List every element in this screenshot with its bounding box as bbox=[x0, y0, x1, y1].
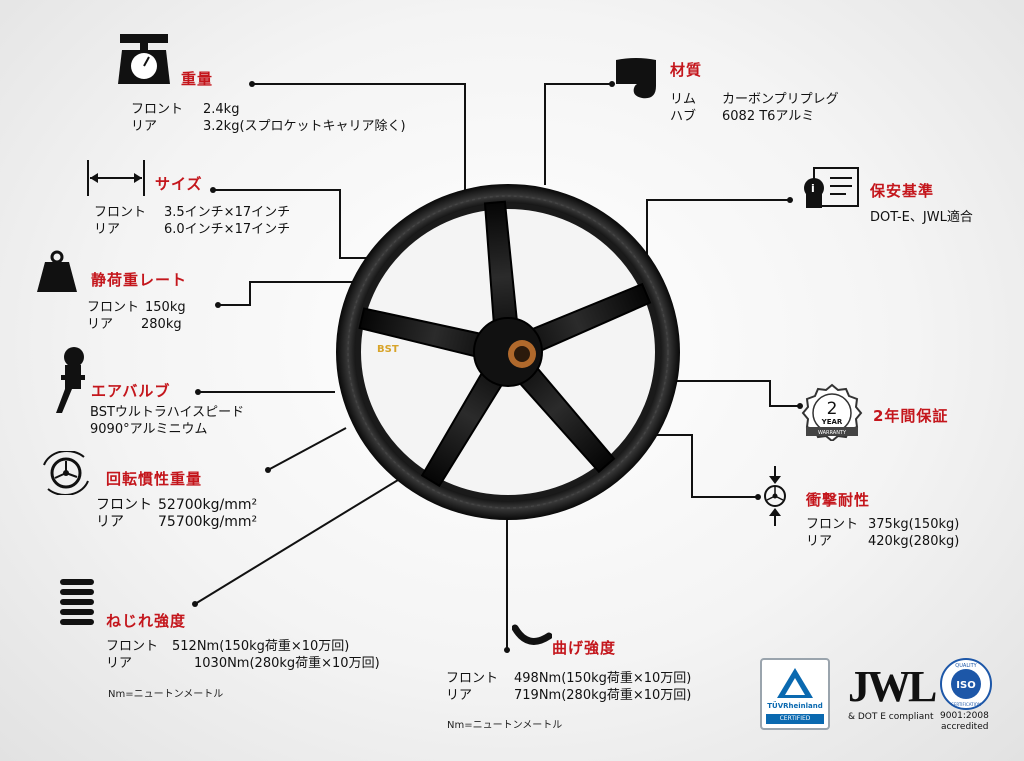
weight-rear-value: 3.2kg(スプロケットキャリア除く) bbox=[203, 119, 406, 134]
safety-line-1: DOT-E、JWL適合 bbox=[870, 210, 973, 225]
wheel-image: BST bbox=[336, 184, 680, 520]
scale-icon bbox=[118, 34, 170, 84]
size-specs: フロント 3.5インチ×17インチ リア 6.0インチ×17インチ bbox=[94, 204, 290, 238]
warranty-title: 2年間保証 bbox=[873, 407, 949, 425]
inertia-rear-value: 75700kg/mm² bbox=[158, 514, 258, 530]
inertia-title: 回転慣性重量 bbox=[106, 470, 203, 488]
size-title: サイズ bbox=[155, 175, 203, 193]
bending-rear-value: 719Nm(280kg荷重×10万回) bbox=[514, 688, 692, 703]
size-rear-value: 6.0インチ×17インチ bbox=[164, 222, 291, 237]
impact-rear-value: 420kg(280kg) bbox=[868, 534, 960, 549]
warranty-badge-number: 2 bbox=[827, 399, 838, 419]
safety-title: 保安基準 bbox=[870, 182, 935, 200]
static-load-title: 静荷重レート bbox=[91, 271, 188, 289]
torsion-rear-label: リア bbox=[106, 656, 133, 671]
inertia-front-label: フロント bbox=[96, 497, 152, 513]
material-rim-label: リム bbox=[670, 92, 697, 107]
size-rear-label: リア bbox=[94, 222, 121, 237]
torsion-rear-value: 1030Nm(280kg荷重×10万回) bbox=[194, 656, 380, 671]
jwl-mark: JWL bbox=[848, 662, 937, 711]
size-front-label: フロント bbox=[94, 205, 147, 220]
material-rim-value: カーボンプリプレグ bbox=[722, 92, 839, 107]
impact-front-value: 375kg(150kg) bbox=[868, 517, 960, 532]
tuv-name: TÜVRheinland bbox=[767, 702, 823, 710]
bending-note: Nm=ニュートンメートル bbox=[447, 720, 563, 731]
bent-tube-icon bbox=[512, 624, 552, 645]
static-load-rear-label: リア bbox=[87, 317, 114, 332]
iso-accredited: accredited bbox=[941, 722, 989, 732]
air-valve-specs: BSTウルトラハイスピード 9090°アルミニウム bbox=[90, 404, 244, 438]
tuv-triangle-icon bbox=[777, 668, 813, 698]
bending-title: 曲げ強度 bbox=[552, 639, 617, 657]
material-title: 材質 bbox=[670, 61, 703, 79]
iso-ring-top: QUALITY bbox=[955, 663, 977, 669]
rotation-wheel-icon bbox=[43, 451, 89, 495]
weight-title: 重量 bbox=[181, 70, 214, 88]
impact-title: 衝撃耐性 bbox=[806, 491, 871, 509]
bending-front-value: 498Nm(150kg荷重×10万回) bbox=[514, 671, 692, 686]
static-load-front-label: フロント bbox=[87, 300, 140, 315]
weight-icon bbox=[37, 250, 77, 292]
material-specs: リム カーボンプリプレグ ハブ 6082 T6アルミ bbox=[670, 91, 839, 125]
warranty-badge-icon: 2 YEAR WARRANTY bbox=[801, 383, 863, 441]
static-load-rear-value: 280kg bbox=[141, 317, 182, 332]
inertia-specs: フロント 52700kg/mm² リア 75700kg/mm² bbox=[96, 497, 257, 531]
material-hub-value: 6082 T6アルミ bbox=[722, 109, 815, 124]
size-front-value: 3.5インチ×17インチ bbox=[164, 205, 291, 220]
bending-front-label: フロント bbox=[446, 671, 499, 686]
safety-specs: DOT-E、JWL適合 bbox=[870, 209, 973, 226]
impact-icon bbox=[764, 466, 786, 526]
static-load-front-value: 150kg bbox=[145, 300, 186, 315]
weight-front-label: フロント bbox=[131, 102, 184, 117]
weight-specs: フロント 2.4kg リア 3.2kg(スプロケットキャリア除く) bbox=[131, 101, 406, 135]
bending-rear-label: リア bbox=[446, 688, 473, 703]
weight-front-value: 2.4kg bbox=[203, 102, 240, 117]
air-valve-line-2: 9090°アルミニウム bbox=[90, 422, 208, 437]
torsion-title: ねじれ強度 bbox=[106, 612, 187, 630]
tuv-logo: TÜVRheinland CERTIFIED bbox=[760, 658, 830, 730]
iso-standard: 9001:2008 bbox=[940, 711, 989, 721]
torsion-specs: フロント 512Nm(150kg荷重×10万回) リア 1030Nm(280kg荷重… bbox=[106, 638, 380, 672]
material-hub-label: ハブ bbox=[670, 109, 697, 124]
static-load-specs: フロント 150kg リア 280kg bbox=[87, 299, 186, 333]
warranty-badge-word: YEAR bbox=[821, 418, 843, 426]
torsion-note: Nm=ニュートンメートル bbox=[108, 689, 224, 700]
svg-text:i: i bbox=[811, 182, 815, 195]
weight-rear-label: リア bbox=[131, 119, 158, 134]
air-valve-icon bbox=[56, 347, 85, 413]
iso-mark: ISO bbox=[956, 680, 975, 691]
iso-seal: ISO QUALITY CERTIFICATION bbox=[940, 658, 992, 710]
inertia-front-value: 52700kg/mm² bbox=[158, 497, 258, 513]
impact-front-label: フロント bbox=[806, 517, 859, 532]
jwl-caption: & DOT E compliant bbox=[848, 712, 934, 722]
iso-ring-bottom: CERTIFICATION bbox=[951, 702, 981, 707]
inertia-rear-label: リア bbox=[96, 514, 124, 530]
certificate-icon: i bbox=[804, 167, 859, 208]
carbon-sheet-icon bbox=[616, 58, 656, 99]
tuv-certified: CERTIFIED bbox=[766, 714, 824, 724]
torsion-front-value: 512Nm(150kg荷重×10万回) bbox=[172, 639, 350, 654]
wheel-logo: BST bbox=[377, 344, 399, 355]
torsion-front-label: フロント bbox=[106, 639, 159, 654]
air-valve-title: エアバルブ bbox=[91, 382, 171, 400]
impact-specs: フロント 375kg(150kg) リア 420kg(280kg) bbox=[806, 516, 959, 550]
bending-specs: フロント 498Nm(150kg荷重×10万回) リア 719Nm(280kg荷重×… bbox=[446, 670, 691, 704]
air-valve-line-1: BSTウルトラハイスピード bbox=[90, 405, 245, 420]
warranty-badge-ribbon: WARRANTY bbox=[818, 430, 847, 436]
impact-rear-label: リア bbox=[806, 534, 833, 549]
spring-icon bbox=[60, 579, 94, 625]
width-dimension-icon bbox=[87, 160, 145, 196]
